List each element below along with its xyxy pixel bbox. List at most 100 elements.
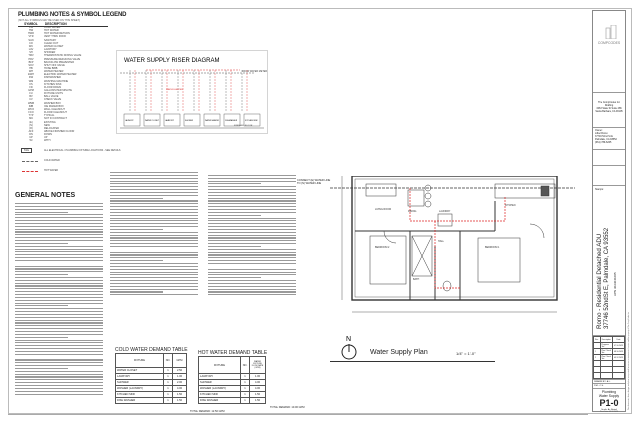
note-text-line <box>15 294 103 296</box>
sheet-subname: Water Supply <box>598 394 620 398</box>
stool <box>424 184 432 192</box>
col-no: NO. <box>240 356 250 374</box>
note-text-line <box>15 296 103 298</box>
legend-symbol: EWH <box>28 73 34 77</box>
legend-symbol: (R) <box>29 126 33 130</box>
legend-description: VENT THRU ROOF <box>44 35 67 39</box>
cold-total: TOTAL DEMAND: 12.50 GPM <box>190 410 225 413</box>
legend-description: DISHWASHER <box>44 76 61 80</box>
legend-description: BACKFLOW PREVENTER <box>44 60 75 64</box>
pm-value: C.S. <box>599 385 604 387</box>
riser-title: WATER SUPPLY RISER DIAGRAM <box>124 58 219 64</box>
water-closet <box>442 280 452 292</box>
note-text-line <box>110 280 198 282</box>
legend-description: LAVATORY <box>44 48 57 52</box>
note-text-line <box>15 322 103 324</box>
legend-description: WASHING MACHINE <box>44 79 69 83</box>
riser-fixture-label: LAVATORY <box>165 119 175 122</box>
riser-heater-tag: WATER HEATER <box>166 88 183 91</box>
note-text-line <box>110 265 198 267</box>
dining-table <box>407 189 425 207</box>
room-label: LAUNDRY <box>439 210 451 213</box>
note-text-line <box>15 328 103 330</box>
note-text-line <box>15 376 103 378</box>
note-text-line <box>15 311 103 313</box>
note-text-line <box>15 350 103 352</box>
legend-description: COLD WATER <box>44 26 61 29</box>
note-text-line <box>208 240 296 242</box>
note-text-line <box>110 260 163 262</box>
general-notes-column-2 <box>110 172 198 297</box>
note-text-line <box>208 228 296 230</box>
legend-item: BFP BACKFLOW PREVENTER <box>18 61 108 64</box>
note-text-line <box>110 203 198 205</box>
legend-item: DW DISHWASHER <box>18 76 108 79</box>
legend-symbol: HWR <box>28 32 34 36</box>
legend-symbol: PRV <box>28 57 34 61</box>
door-swing <box>383 230 397 244</box>
sheet-name: Plumbing <box>601 390 617 394</box>
legend-description: KITCHEN SINK <box>44 82 62 86</box>
legend-description: GALLONS PER MINUTE <box>44 89 72 92</box>
kitchen-counter <box>494 183 556 199</box>
riser-fixture <box>163 113 181 127</box>
riser-fixture-label: WATER CLOSET <box>145 119 160 122</box>
legend-description: CLEAN OUT <box>44 41 59 45</box>
note-text-line <box>208 200 296 202</box>
note-text-line <box>208 245 261 248</box>
note-text-line <box>110 277 198 279</box>
note-text-line <box>15 336 68 338</box>
hot-water-lines <box>409 188 506 289</box>
table-cell: 1.50 <box>172 397 187 404</box>
riser-fixture <box>183 113 201 127</box>
hot-water-line-symbol <box>22 171 38 172</box>
note-text-line <box>110 274 198 276</box>
note-text-line <box>15 308 103 310</box>
note-text-line <box>110 257 198 259</box>
note-text-line <box>208 277 261 279</box>
note-text-line <box>208 248 296 250</box>
col-fixture: FIXTURE <box>115 353 164 368</box>
note-text-line <box>110 191 198 193</box>
note-text-line <box>208 189 296 191</box>
legend-symbol: SH <box>29 51 33 55</box>
bed-1 <box>477 237 521 283</box>
legend-symbol: NIC <box>28 117 34 121</box>
general-notes-column-3 <box>208 172 296 297</box>
note-text-line <box>15 214 103 216</box>
room-label: HALL <box>438 240 445 243</box>
legend-symbol: BFP <box>28 60 34 64</box>
legend-symbol: DW <box>28 76 34 80</box>
riser-fixture <box>223 113 241 127</box>
note-text-line <box>15 339 103 341</box>
table-cell: 1 <box>240 397 250 404</box>
note-text-line <box>110 208 198 211</box>
legend-description: SHUT OFF VALVE <box>44 63 65 67</box>
pm-label: P.M.: <box>594 385 599 387</box>
note-text-line <box>15 225 103 227</box>
logo-section: COMPCODES <box>593 11 625 93</box>
note-text-line <box>110 285 198 287</box>
legend-symbol: TMV <box>28 54 34 58</box>
legend-description: ELECTRIC WATER HEATER <box>44 73 77 77</box>
riser-fixture-label: SHOWER <box>185 120 194 122</box>
note-text-line <box>15 333 103 335</box>
note-text-line <box>15 279 103 281</box>
legend-tag-symbol: TAG <box>21 148 32 153</box>
note-text-line <box>110 271 198 273</box>
note-text-line <box>15 330 103 333</box>
cold-table-title: COLD WATER DEMAND TABLE <box>115 347 188 353</box>
project-apn: APN 3023041005 <box>613 272 617 296</box>
legend-description: SANITARY <box>44 38 57 42</box>
note-text-line <box>15 254 103 256</box>
room-label: BEDROOM 1 <box>485 246 500 249</box>
note-text-line <box>110 220 198 222</box>
